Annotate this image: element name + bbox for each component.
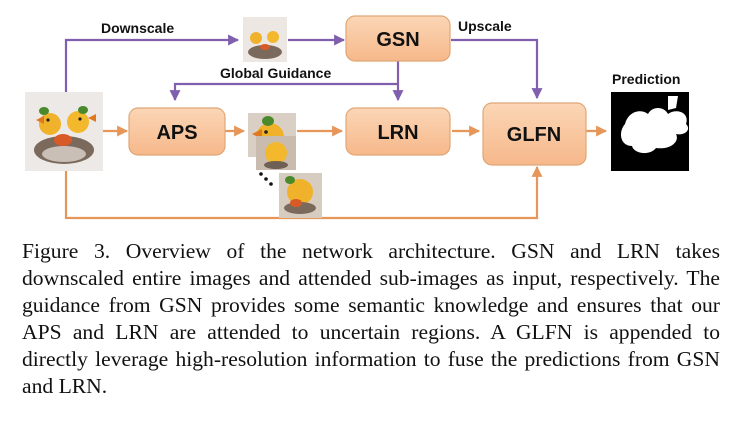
node-glfn-label: GLFN (507, 124, 561, 146)
node-glfn: GLFN (482, 102, 587, 166)
crop-image-3 (279, 173, 322, 218)
node-lrn: LRN (345, 107, 451, 156)
crop-image-2 (256, 136, 296, 170)
node-lrn-label: LRN (377, 122, 418, 144)
input-image (25, 92, 103, 171)
architecture-diagram: GSN APS LRN GLFN Downscale Upscale Globa… (25, 15, 689, 220)
node-gsn: GSN (345, 15, 451, 62)
figure-caption: Figure 3. Overview of the network archit… (22, 239, 720, 398)
upscale-arrow (451, 38, 543, 100)
prediction-label: Prediction (612, 71, 680, 87)
purple-arrows (64, 34, 543, 102)
node-aps-label: APS (156, 122, 197, 144)
prediction-mask (611, 92, 689, 171)
global-guidance-arrow (169, 82, 398, 102)
downscale-arrow (64, 34, 240, 92)
downscaled-image (243, 17, 287, 62)
node-gsn-label: GSN (376, 29, 419, 51)
downscale-label: Downscale (101, 20, 174, 36)
global-guidance-label: Global Guidance (220, 65, 331, 81)
node-aps: APS (128, 107, 226, 156)
ellipsis-dots (259, 172, 273, 186)
upscale-label: Upscale (458, 18, 512, 34)
